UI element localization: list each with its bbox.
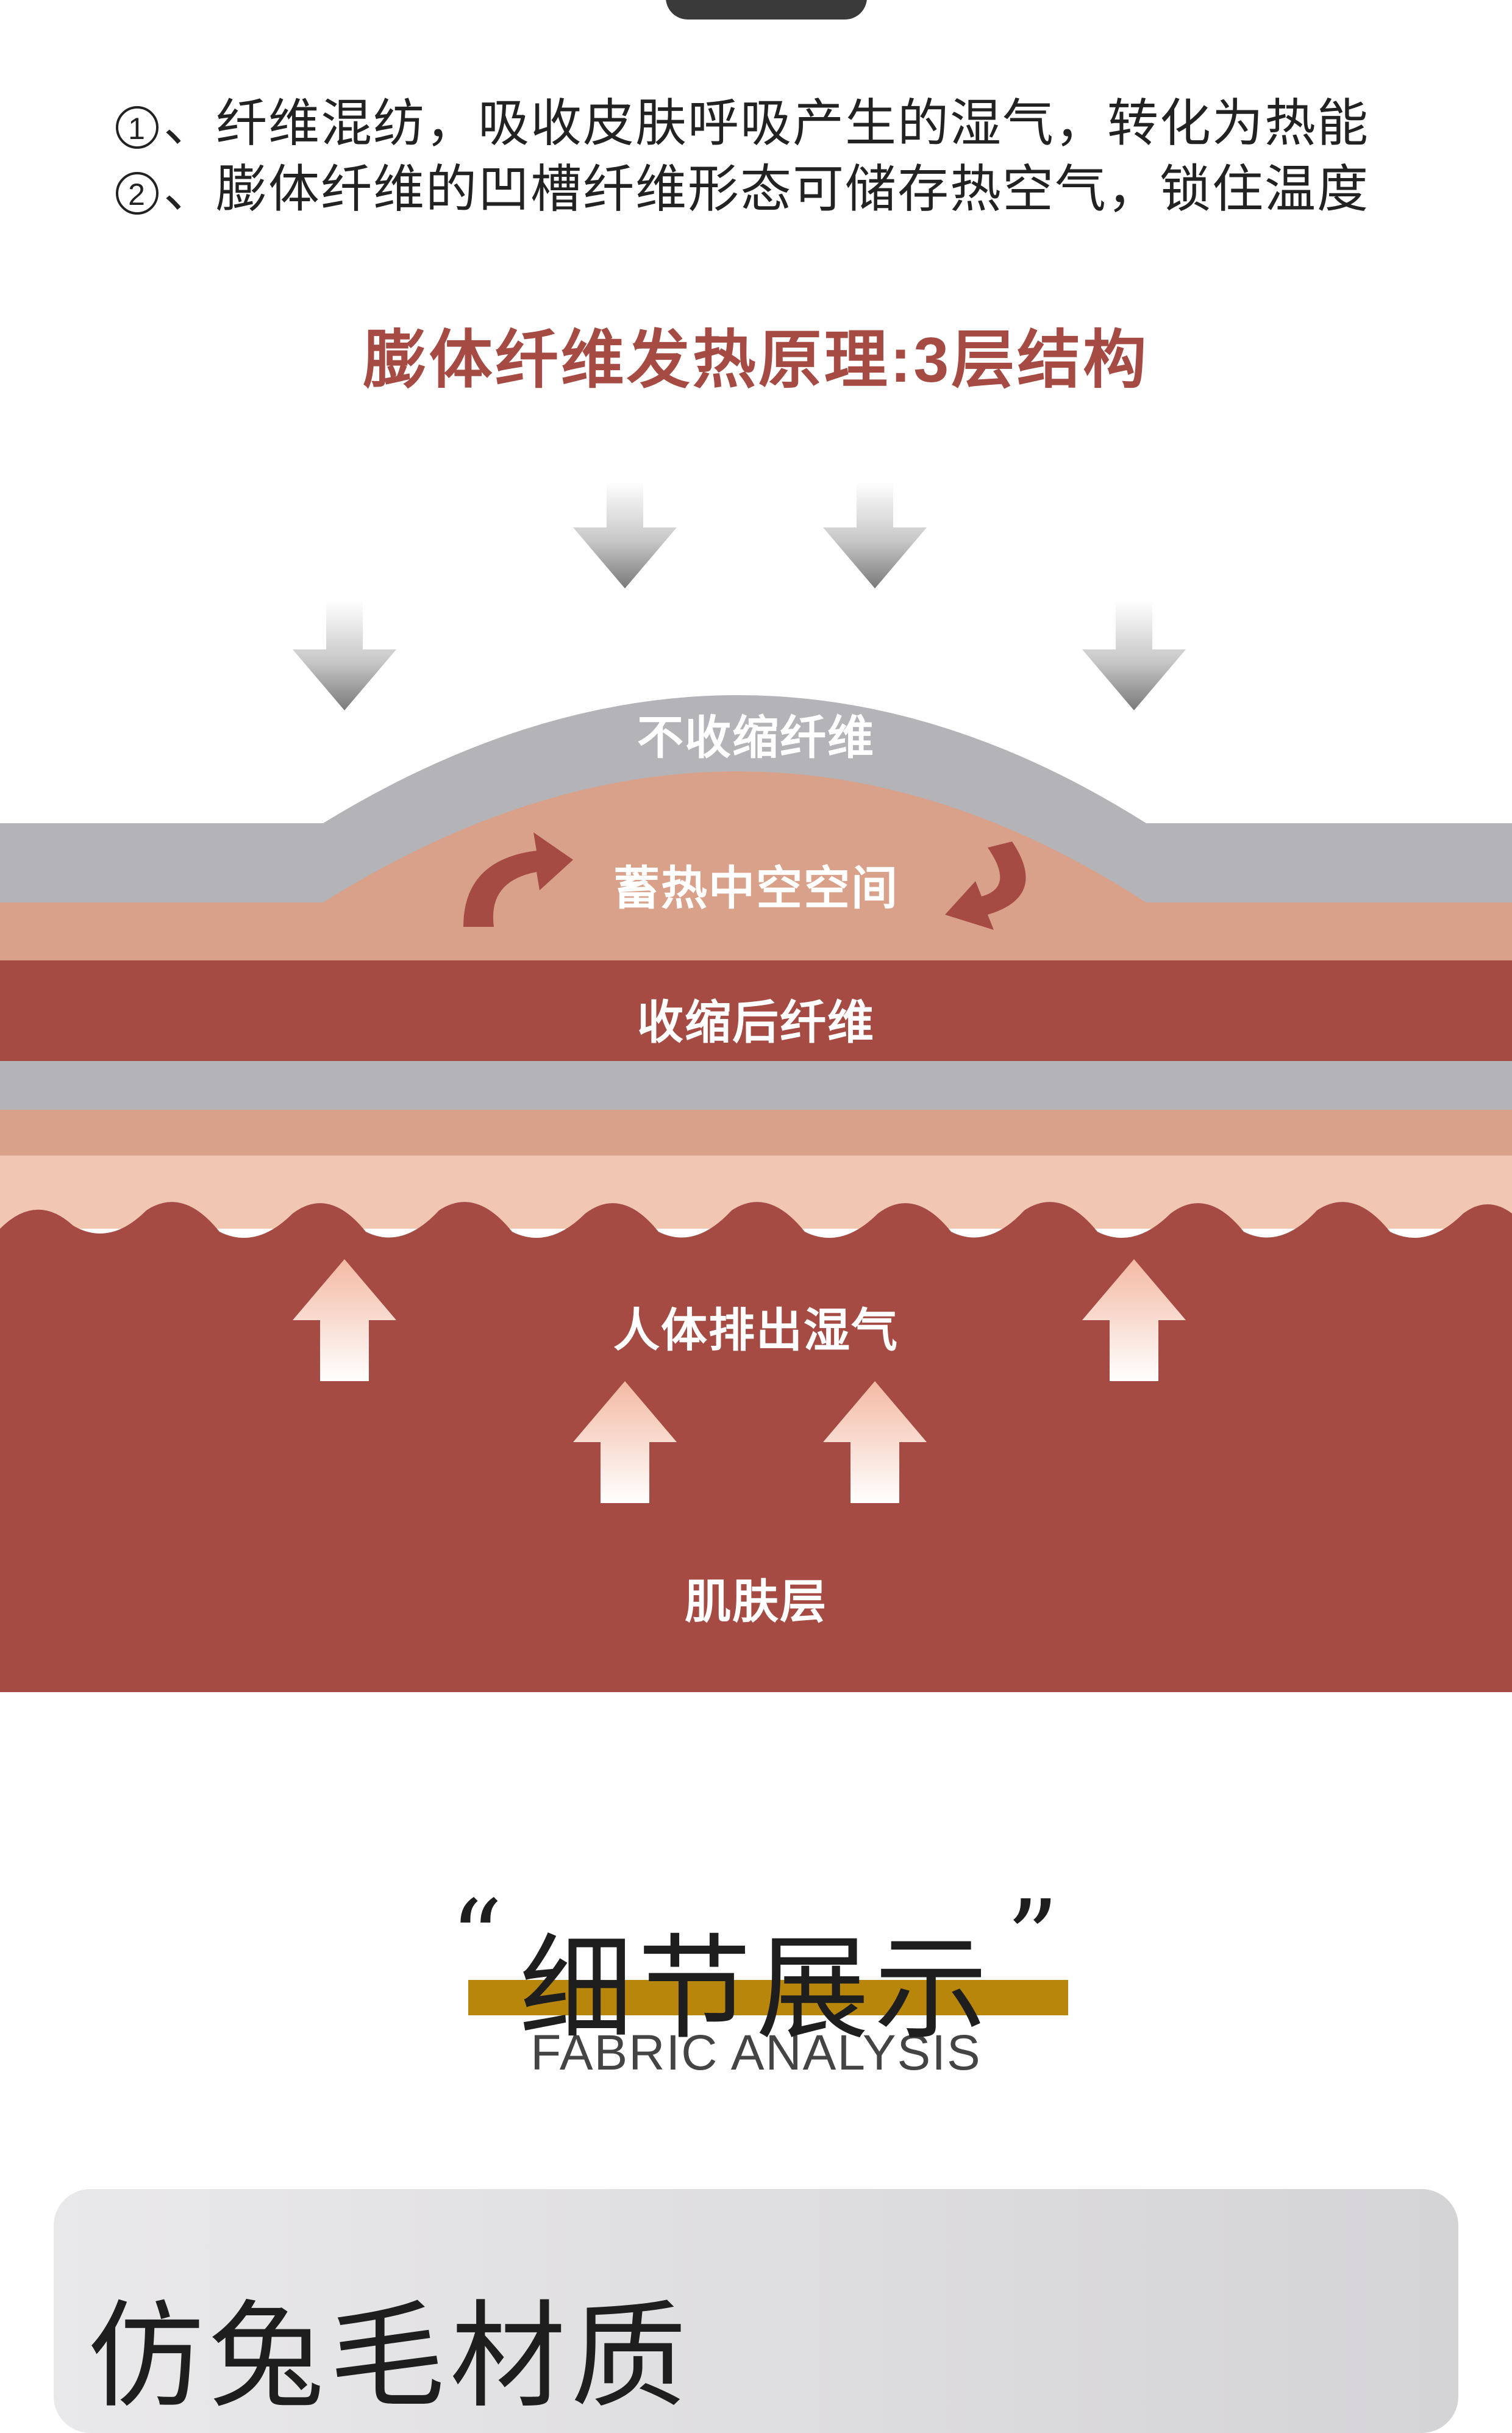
swirl-arrow-icon (945, 841, 1026, 930)
swirl-arrow-icon (463, 832, 573, 927)
circled-number: 1 (116, 105, 159, 149)
down-arrow-icon (1082, 601, 1186, 710)
label-skin-layer: 肌肤层 (685, 1576, 827, 1628)
shrink-fiber-layer (0, 960, 1512, 1061)
section-title: 细节展示 (519, 1926, 993, 2053)
close-quote: ” (1006, 1878, 1059, 1999)
top-tab (666, 0, 867, 20)
feature-point-text: 、膨体纤维的凹槽纤维形态可储存热空气，锁住温度 (163, 160, 1370, 218)
up-arrow-icon (293, 1259, 396, 1381)
label-outer-fiber: 不收缩纤维 (637, 712, 875, 764)
peach-band-lower (0, 1110, 1512, 1159)
gray-band (0, 1061, 1512, 1110)
fiber-structure-diagram (0, 482, 1512, 1692)
label-hollow-space: 蓄热中空空间 (613, 863, 899, 915)
feature-point-text: 、纤维混纺，吸收皮肤呼吸产生的湿气，转化为热能 (163, 95, 1370, 152)
up-arrow-icon (823, 1381, 927, 1503)
down-arrow-icon (573, 482, 677, 588)
feature-point-2: 2、膨体纤维的凹槽纤维形态可储存热空气，锁住温度 (116, 163, 1369, 215)
label-moisture: 人体排出湿气 (613, 1305, 899, 1357)
detail-card: 仿兔毛材质 (54, 2189, 1458, 2433)
feature-point-1: 1、纤维混纺，吸收皮肤呼吸产生的湿气，转化为热能 (116, 98, 1369, 149)
section-subtitle: FABRIC ANALYSIS (530, 2025, 982, 2081)
up-arrow-icon (1082, 1259, 1186, 1381)
open-quote: “ (450, 1878, 503, 1999)
circled-number: 2 (116, 171, 159, 215)
card-title: 仿兔毛材质 (88, 2292, 692, 2421)
down-arrow-icon (293, 601, 396, 710)
peach-band (0, 902, 1512, 963)
up-arrow-icon (573, 1381, 677, 1503)
label-shrink-fiber: 收缩后纤维 (637, 997, 875, 1049)
diagram-title: 膨体纤维发热原理:3层结构 (363, 325, 1149, 396)
title-underline-bar (468, 1980, 1068, 2015)
down-arrow-icon (823, 482, 927, 588)
